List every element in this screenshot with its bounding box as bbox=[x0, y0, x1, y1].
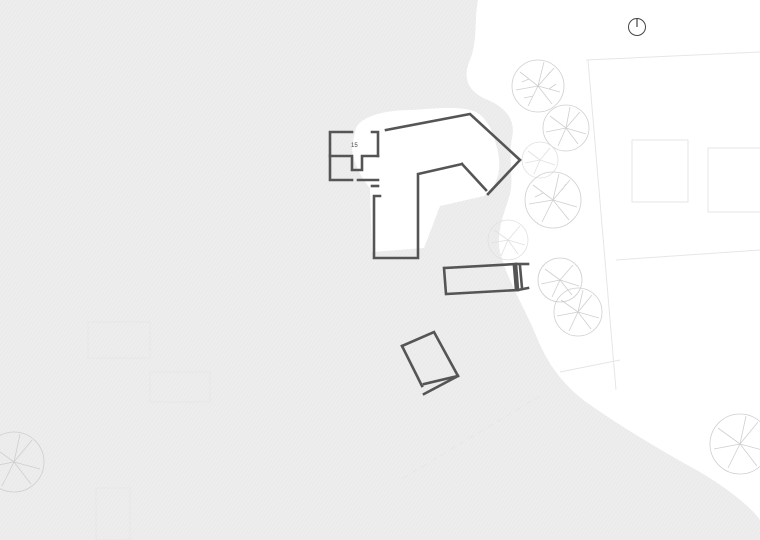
tree-icon bbox=[709, 413, 760, 475]
peninsula bbox=[352, 108, 500, 252]
tree-icon bbox=[511, 59, 565, 113]
main-building bbox=[328, 112, 522, 260]
floating-building bbox=[400, 330, 460, 396]
tree-icon bbox=[487, 219, 529, 261]
pier-building bbox=[442, 262, 530, 296]
room-label: 15 bbox=[351, 143, 358, 149]
north-arrow-icon bbox=[628, 18, 646, 36]
property-lines bbox=[87, 51, 760, 540]
tree-icon bbox=[537, 257, 583, 303]
tree-icon bbox=[524, 171, 582, 229]
tree-icon bbox=[542, 104, 590, 152]
tree-icon bbox=[521, 141, 559, 179]
tree-icon bbox=[553, 287, 603, 337]
tree-icon bbox=[0, 431, 45, 493]
